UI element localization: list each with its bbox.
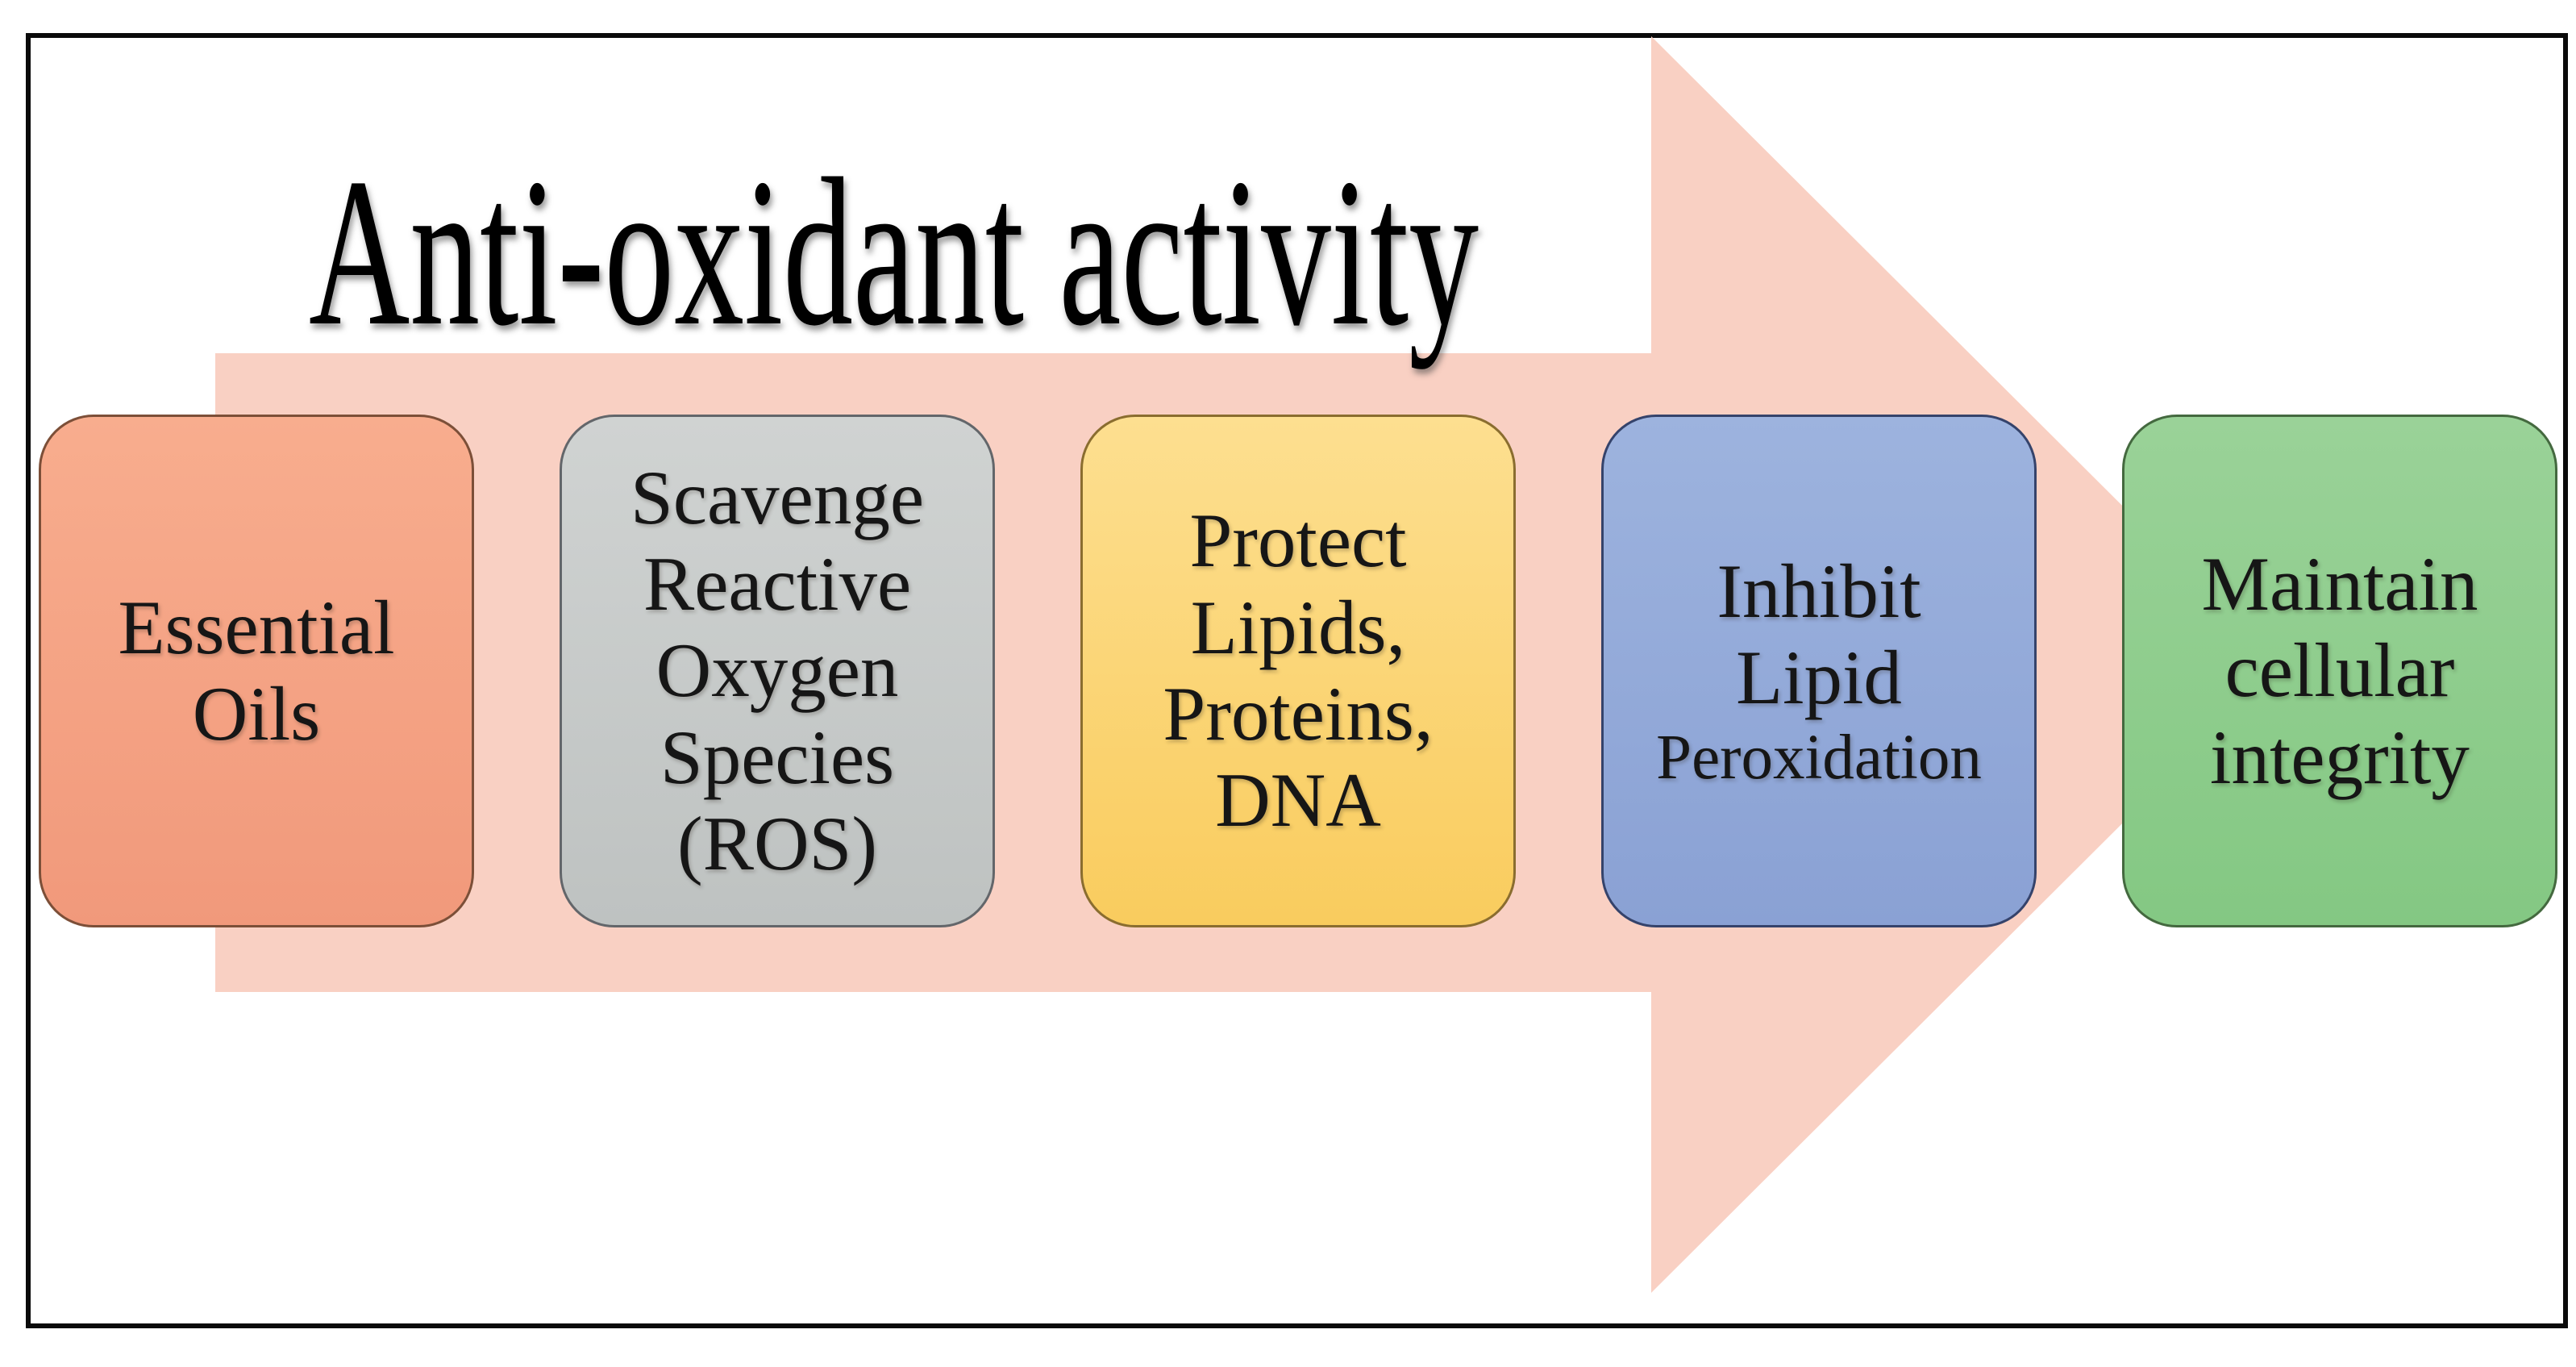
label-line: Oxygen — [655, 627, 899, 714]
page-title: Anti-oxidant activity — [309, 146, 2082, 358]
page-title-text: Anti-oxidant activity — [309, 135, 1479, 369]
label-line: Species — [660, 714, 895, 800]
label-line: (ROS) — [676, 801, 878, 887]
label-line: Proteins, — [1163, 671, 1434, 756]
label-line: DNA — [1215, 757, 1381, 844]
label-line: Lipid — [1736, 635, 1902, 721]
label-line: Protect — [1189, 498, 1407, 584]
label-line: Lipids, — [1190, 584, 1406, 670]
label-line: Inhibit — [1717, 548, 1921, 635]
label-line: Maintain — [2201, 540, 2478, 627]
label-line: Peroxidation — [1656, 722, 1982, 793]
label-line: Essential — [118, 584, 395, 670]
label-line: Reactive — [643, 540, 912, 627]
slide-border-frame — [26, 33, 2568, 1328]
label-line: Scavenge — [630, 454, 924, 540]
label-line: integrity — [2210, 714, 2470, 800]
label-line: cellular — [2224, 627, 2455, 714]
label-line: Oils — [192, 671, 321, 756]
